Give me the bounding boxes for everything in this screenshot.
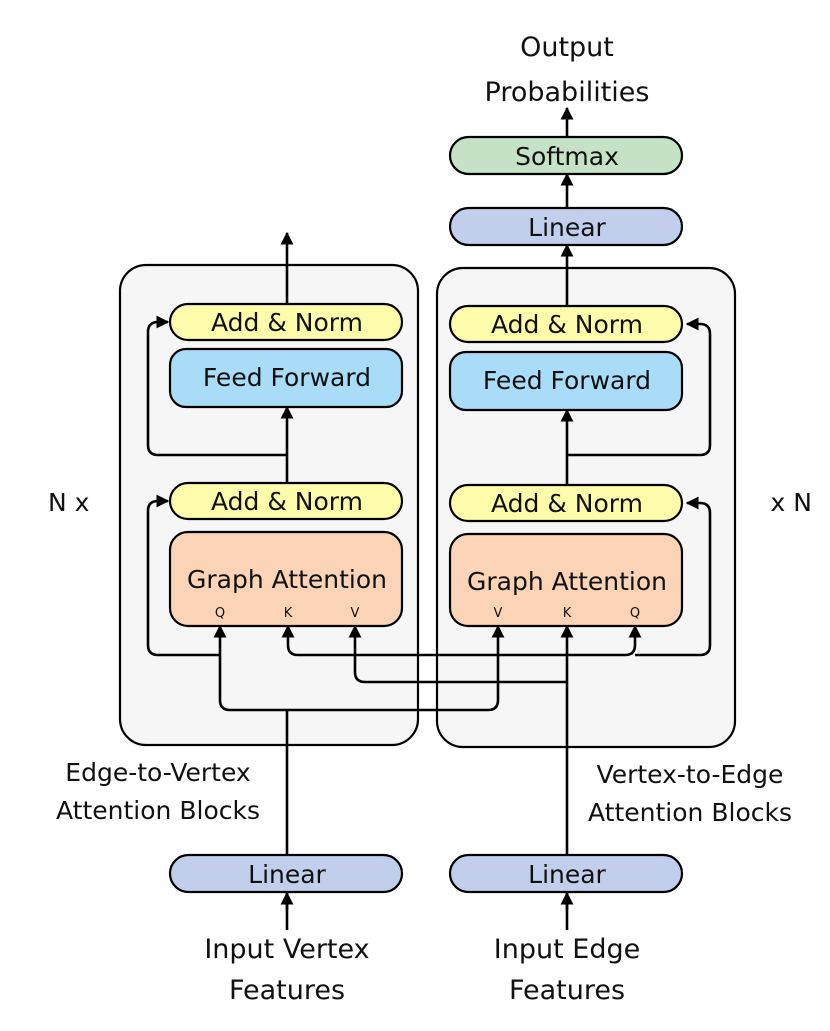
right-to-left-v-connector: [348, 624, 567, 684]
right-add-norm-bottom: [448, 483, 684, 523]
right-port-q: Q: [630, 606, 640, 621]
left-caption-line2: Attention Blocks: [56, 796, 260, 825]
right-graph-attention-label: Graph Attention: [467, 567, 667, 596]
right-port-v: V: [494, 606, 503, 621]
right-input-line1: Input Edge: [494, 934, 640, 965]
decoder-linear-label: Linear: [528, 213, 606, 242]
left-port-q: Q: [215, 606, 225, 621]
left-add-norm-bottom: [168, 481, 404, 521]
right-caption-line1: Vertex-to-Edge: [597, 760, 784, 789]
left-input-line2: Features: [229, 975, 345, 1006]
right-input-line2: Features: [509, 975, 625, 1006]
left-graph-attention-label: Graph Attention: [187, 565, 387, 594]
connections: [146, 106, 712, 930]
left-add-norm-top-label: Add & Norm: [211, 308, 363, 337]
left-q-connector: [213, 624, 287, 712]
left-port-v: V: [351, 606, 360, 621]
right-feed-forward: [448, 350, 684, 412]
left-linear-label: Linear: [248, 860, 326, 889]
softmax-box: [448, 135, 684, 176]
left-residual-1: [146, 494, 220, 657]
decoder-linear-box: [448, 206, 684, 247]
right-add-norm-bottom-label: Add & Norm: [491, 489, 643, 518]
left-residual-2: [146, 315, 287, 457]
left-to-right-v-connector: [287, 624, 505, 712]
left-linear-box: [168, 853, 404, 894]
right-caption-line2: Attention Blocks: [588, 798, 792, 827]
right-feed-forward-label: Feed Forward: [483, 366, 651, 395]
softmax-label: Softmax: [515, 142, 619, 171]
right-add-norm-top: [448, 304, 684, 344]
right-graph-attention: [448, 532, 684, 628]
right-residual-2: [567, 317, 712, 457]
right-port-k: K: [563, 606, 572, 621]
output-label-line1: Output: [520, 32, 614, 63]
output-label-line2: Probabilities: [485, 77, 650, 108]
right-add-norm-top-label: Add & Norm: [491, 310, 643, 339]
right-repeat-label: x N: [771, 488, 812, 517]
left-k-connector: [281, 624, 567, 657]
left-feed-forward: [168, 347, 404, 409]
right-linear-label: Linear: [528, 860, 606, 889]
left-repeat-label: N x: [48, 488, 89, 517]
left-add-norm-bottom-label: Add & Norm: [211, 487, 363, 516]
left-port-k: K: [284, 606, 293, 621]
left-graph-attention: [168, 530, 404, 628]
left-input-line1: Input Vertex: [204, 934, 369, 965]
left-caption-line1: Edge-to-Vertex: [65, 758, 250, 787]
left-feed-forward-label: Feed Forward: [203, 363, 371, 392]
left-add-norm-top: [168, 302, 404, 342]
right-residual-1: [635, 496, 712, 657]
right-linear-box: [448, 853, 684, 894]
right-q-connector: [567, 624, 642, 657]
